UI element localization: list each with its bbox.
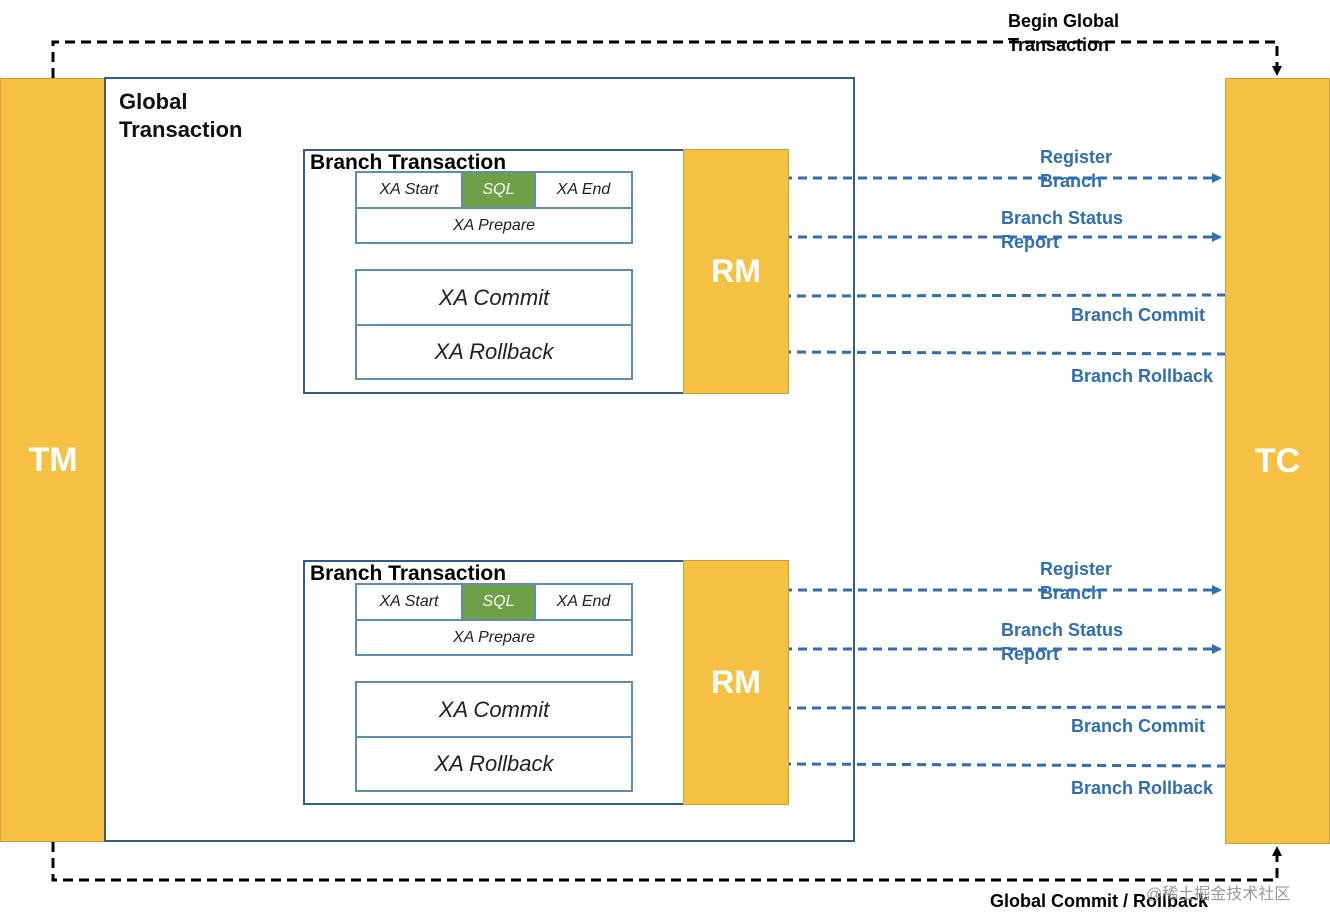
xa-end-cell: XA End [534, 171, 633, 209]
xa-rollback-cell: XA Rollback [355, 324, 633, 380]
rm-label: RM [711, 253, 761, 289]
branch-commit-label: Branch Commit [1071, 716, 1206, 736]
register-branch-label: Register Branch [1040, 147, 1113, 191]
branch-commit-label: Branch Commit [1071, 305, 1206, 325]
rm-bar: RM [683, 149, 789, 394]
rm-bar: RM [683, 560, 789, 805]
branch-transaction-title: Branch Transaction [310, 562, 507, 585]
sql-cell: SQL [461, 583, 536, 621]
begin-global-arrow [51, 40, 1282, 78]
global-commit-label: Global Commit / Rollback [990, 891, 1209, 911]
branch-commit-arrow [787, 705, 1227, 710]
global-transaction-title: Global Transaction [119, 89, 243, 142]
branch-status-report-label: Branch Status Report [1001, 620, 1124, 664]
tm-bar: TM [0, 78, 106, 842]
xa-rollback-cell: XA Rollback [355, 736, 633, 792]
global-transaction-box [104, 77, 855, 842]
xa-end-cell: XA End [534, 583, 633, 621]
branch-rollback-arrow [787, 762, 1227, 768]
branch-transaction-title: Branch Transaction [310, 151, 507, 174]
branch-status-report-label: Branch Status Report [1001, 208, 1124, 252]
tm-label: TM [28, 440, 78, 479]
begin-global-label: Begin Global Transaction [1008, 11, 1120, 55]
xa-start-cell: XA Start [355, 171, 463, 209]
xa-start-cell: XA Start [355, 583, 463, 621]
xa-prepare-cell: XA Prepare [355, 619, 633, 656]
xa-commit-cell: XA Commit [355, 681, 633, 738]
watermark: @稀土掘金技术社区 [1146, 886, 1291, 903]
xa-prepare-cell: XA Prepare [355, 207, 633, 244]
branch-rollback-arrow [787, 350, 1227, 356]
xa-commit-cell: XA Commit [355, 269, 633, 326]
global-commit-arrow [51, 842, 1282, 882]
branch-commit-arrow [787, 293, 1227, 298]
register-branch-label: Register Branch [1040, 559, 1113, 603]
tc-label: TC [1254, 441, 1301, 480]
sql-cell: SQL [461, 171, 536, 209]
rm-label: RM [711, 664, 761, 700]
branch-rollback-label: Branch Rollback [1071, 778, 1214, 798]
tc-bar: TC [1225, 78, 1330, 844]
branch-rollback-label: Branch Rollback [1071, 366, 1214, 386]
